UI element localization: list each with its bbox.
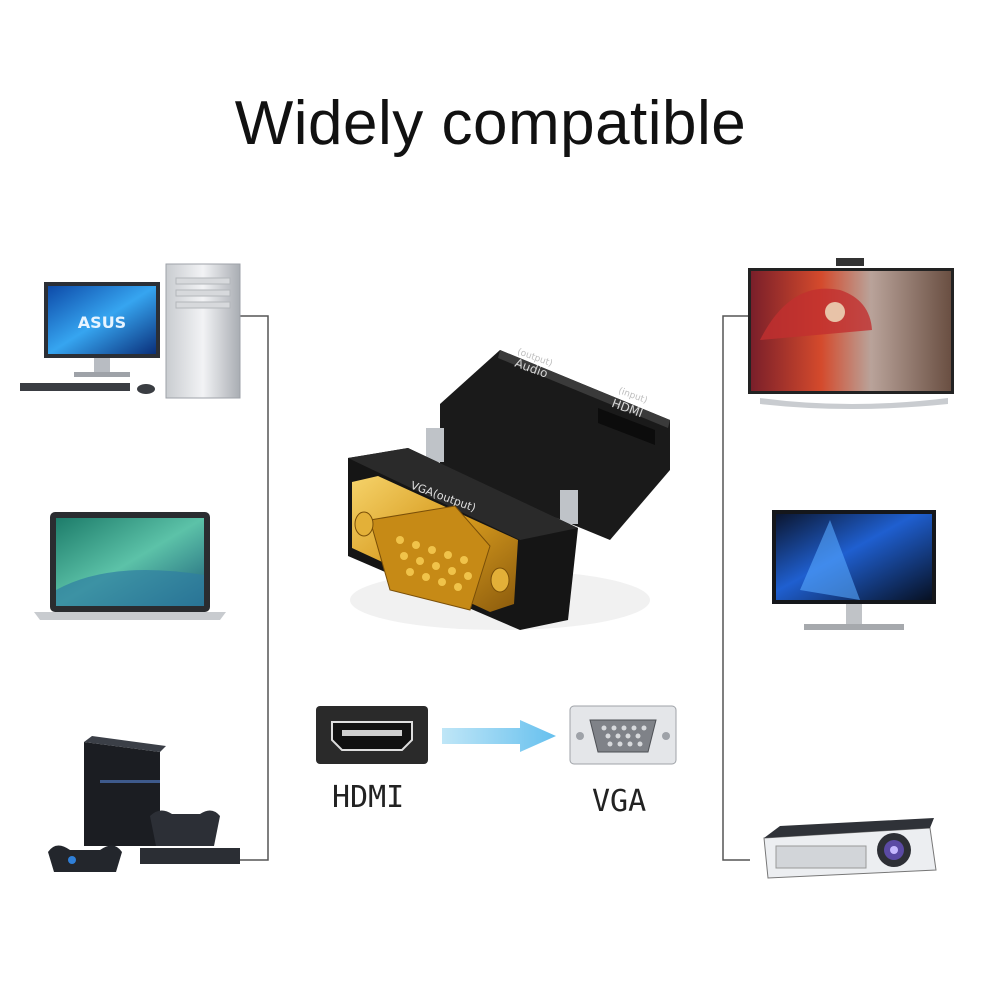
- hdmi-label: HDMI: [332, 780, 405, 815]
- right-connection-bracket: [722, 315, 750, 861]
- tv-icon: [748, 258, 954, 409]
- left-connection-bracket: [240, 315, 269, 861]
- page-title: Widely compatible: [234, 89, 747, 158]
- game-console-icon: [48, 736, 240, 872]
- monitor-brand-logo: ASUS: [78, 313, 126, 332]
- monitor-icon: [772, 510, 936, 630]
- vga-port-icon: [569, 705, 677, 765]
- hdmi-to-vga-adapter-image: HDMI (input) Audio (output) VGA(output): [348, 347, 670, 630]
- vga-label: VGA: [592, 784, 647, 819]
- conversion-arrow-icon: [442, 720, 556, 752]
- projector-icon: [763, 818, 937, 879]
- hdmi-port-icon: [316, 706, 428, 764]
- laptop-icon: [34, 512, 226, 620]
- desktop-computer-icon: ASUS: [20, 263, 241, 399]
